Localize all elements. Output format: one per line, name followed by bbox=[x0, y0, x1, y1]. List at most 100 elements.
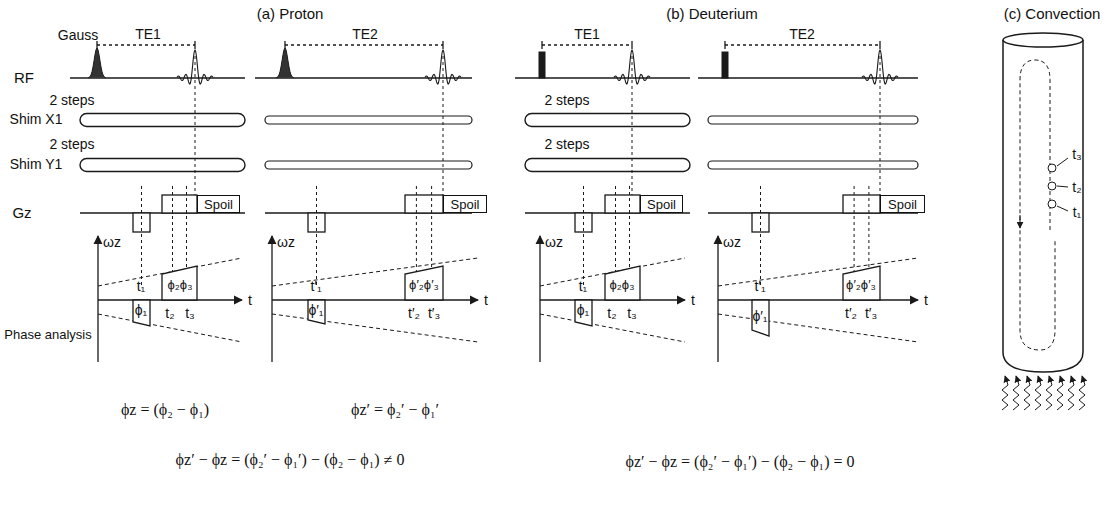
time-guide bbox=[615, 186, 616, 272]
label: ϕ′₂ϕ′₃ bbox=[409, 278, 439, 292]
rf-baseline bbox=[698, 77, 918, 78]
phase-area-2-3 bbox=[843, 266, 880, 300]
label: t′₂ bbox=[408, 306, 420, 321]
field-envelope bbox=[718, 314, 918, 342]
heat-arrow bbox=[1057, 376, 1063, 410]
time-guide bbox=[854, 186, 855, 272]
time-guide bbox=[760, 186, 761, 285]
te-tick bbox=[442, 41, 443, 49]
label: ωz bbox=[277, 235, 295, 250]
label: t bbox=[484, 293, 488, 308]
label: ϕ₁ bbox=[577, 303, 590, 318]
te-tick bbox=[879, 41, 880, 49]
shim-x1-bar bbox=[525, 114, 690, 127]
te-tick bbox=[724, 41, 725, 49]
label: Shim X1 bbox=[10, 112, 63, 127]
time-guide bbox=[629, 186, 630, 272]
leader-line bbox=[1057, 186, 1068, 187]
readout-lobe bbox=[843, 195, 880, 213]
time-guide bbox=[868, 186, 869, 272]
phase-area-2-3 bbox=[405, 266, 443, 300]
label: t′₂ bbox=[845, 306, 857, 321]
phase-area-2-3 bbox=[605, 266, 640, 300]
shim-y1-bar bbox=[525, 159, 690, 172]
label: RF bbox=[14, 70, 34, 87]
time-axis bbox=[718, 299, 918, 300]
heat-arrow bbox=[1046, 376, 1052, 410]
label: ϕ₂ϕ₃ bbox=[168, 278, 193, 292]
label: TE1 bbox=[135, 27, 161, 42]
echo-guide bbox=[880, 56, 881, 195]
label: ϕ₂ϕ₃ bbox=[610, 278, 635, 292]
te-bracket bbox=[725, 44, 880, 45]
box-label: Spoil bbox=[647, 197, 676, 212]
field-envelope bbox=[718, 258, 918, 286]
omega-axis bbox=[539, 236, 540, 362]
sample-tube bbox=[1003, 40, 1083, 372]
shim-y1-bar bbox=[80, 159, 245, 172]
label: ϕ′₁ bbox=[308, 303, 323, 318]
readout-lobe bbox=[162, 195, 197, 213]
label: ωz bbox=[545, 235, 563, 250]
shim-y1-bar bbox=[708, 161, 918, 169]
label: t₂ bbox=[165, 306, 174, 321]
label: t′₁ bbox=[754, 279, 765, 294]
phase-area-1 bbox=[575, 300, 592, 326]
te-bracket bbox=[285, 44, 443, 45]
spin-position bbox=[1048, 164, 1056, 172]
heat-arrow bbox=[1002, 376, 1008, 410]
echo-signal bbox=[425, 50, 461, 84]
echo-signal bbox=[862, 50, 898, 84]
phase-equation: ϕz = (ϕ₂ − ϕ₁) bbox=[121, 401, 209, 419]
label: t′₁ bbox=[310, 279, 321, 294]
heat-arrow bbox=[1068, 376, 1074, 410]
label: t₂ bbox=[607, 306, 616, 321]
shim-x1-bar bbox=[265, 116, 472, 124]
gaussian-pulse bbox=[276, 48, 294, 78]
label: Phase analysis bbox=[4, 328, 91, 342]
phase-area-1 bbox=[752, 300, 769, 336]
spoiler-gradient-box: Spoil bbox=[640, 195, 683, 213]
time-guide bbox=[316, 186, 317, 285]
phase-equation: ϕz′ − ϕz = (ϕ₂′ − ϕ₁′) − (ϕ₂ − ϕ₁) ≠ 0 bbox=[176, 451, 405, 469]
phase-area-2-3 bbox=[162, 266, 197, 300]
echo-guide bbox=[632, 56, 633, 195]
phase-area-1 bbox=[133, 300, 150, 326]
label: t₃ bbox=[1072, 147, 1082, 162]
label: t₁ bbox=[1073, 205, 1082, 220]
spoiler-gradient-box: Spoil bbox=[880, 195, 925, 213]
heat-arrow bbox=[1013, 376, 1019, 410]
echo-guide bbox=[443, 56, 444, 195]
label: (b) Deuterium bbox=[666, 6, 758, 23]
label: t₁ bbox=[137, 279, 146, 294]
box-label: Spoil bbox=[204, 197, 233, 212]
heat-arrow bbox=[1024, 376, 1030, 410]
label: TE1 bbox=[574, 27, 600, 42]
readout-lobe bbox=[605, 195, 640, 213]
label: t₃ bbox=[627, 306, 637, 321]
time-guide bbox=[172, 186, 173, 272]
heat-arrow bbox=[1079, 376, 1085, 410]
echo-signal bbox=[614, 50, 650, 84]
te-tick bbox=[284, 41, 285, 49]
box-label: Spoil bbox=[451, 197, 480, 212]
label: ωz bbox=[723, 235, 741, 250]
phase-equation: ϕz′ − ϕz = (ϕ₂′ − ϕ₁′) − (ϕ₂ − ϕ₁) = 0 bbox=[626, 453, 855, 471]
spin-position bbox=[1048, 182, 1056, 190]
te-bracket bbox=[542, 44, 632, 45]
convection-loop bbox=[1020, 60, 1055, 350]
time-guide bbox=[416, 186, 417, 272]
shim-y1-bar bbox=[265, 161, 472, 169]
label: t₃ bbox=[185, 306, 195, 321]
hard-pulse bbox=[539, 52, 545, 78]
label: (a) Proton bbox=[257, 6, 324, 23]
label: ωz bbox=[103, 235, 121, 250]
label: Gz bbox=[12, 205, 31, 222]
te-bracket bbox=[97, 44, 195, 45]
flow-arrow bbox=[1020, 215, 1021, 228]
time-guide bbox=[141, 186, 142, 285]
label: 2 steps bbox=[544, 93, 589, 108]
omega-axis bbox=[271, 236, 272, 362]
